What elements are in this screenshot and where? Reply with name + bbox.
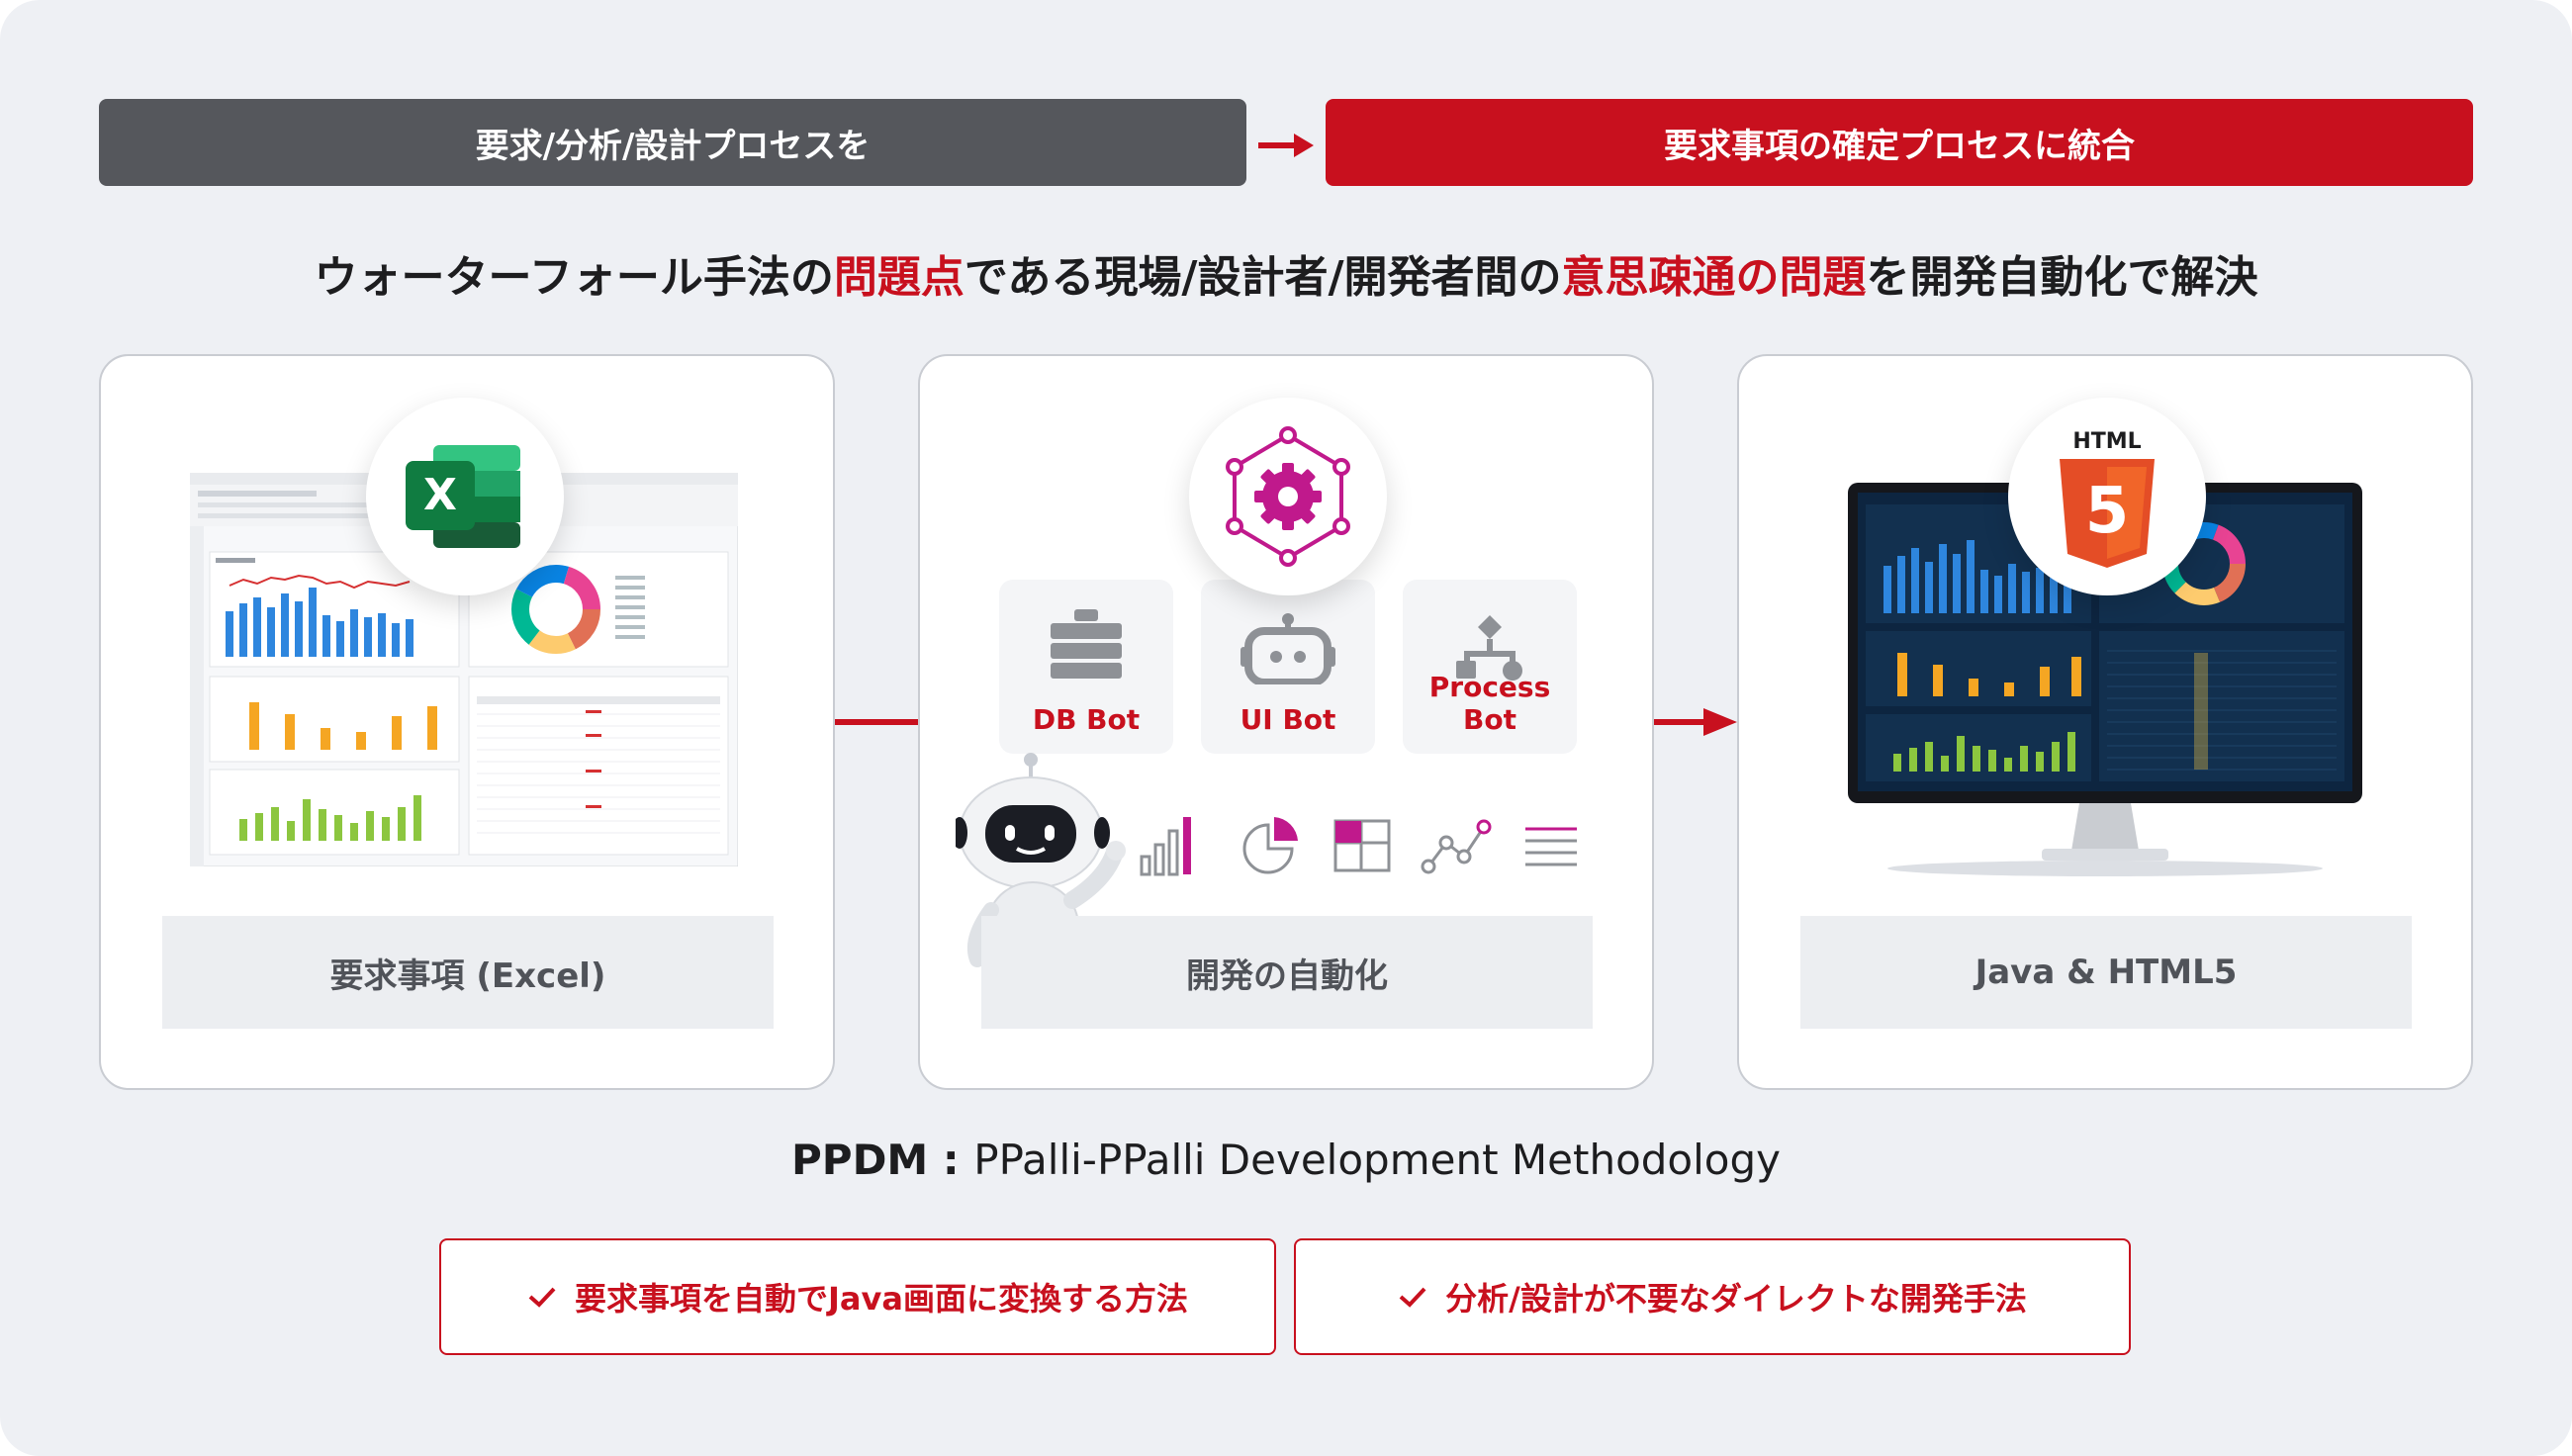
- check-icon: [528, 1287, 556, 1308]
- connector-line-1: [835, 719, 918, 725]
- ppdm-definition: PPDM : PPalli-PPalli Development Methodo…: [0, 1136, 2572, 1184]
- process-banner-right: 要求事項の確定プロセスに統合: [1326, 99, 2473, 186]
- headline-part1: ウォーターフォール手法の: [314, 252, 834, 303]
- arrow-right-icon: [1258, 134, 1314, 157]
- html5-badge-glyph: 5: [2084, 475, 2130, 548]
- html5-icon: [2060, 459, 2155, 568]
- headline-highlight-problem: 問題点: [833, 252, 964, 303]
- automation-badge: [1189, 398, 1387, 595]
- robot-head-icon: [1240, 613, 1335, 684]
- db-bot-label: DB Bot: [1032, 703, 1141, 736]
- card-excel-label: 要求事項 (Excel): [162, 916, 774, 1029]
- excel-icon: X: [406, 445, 520, 548]
- ui-bot-tile: UI Bot: [1201, 580, 1375, 754]
- database-icon: [1051, 609, 1122, 679]
- html5-badge-text: HTML: [2072, 429, 2142, 454]
- headline: ウォーターフォール手法の問題点である現場/設計者/開発者間の意思疎通の問題を開発…: [0, 241, 2572, 305]
- pie-chart-icon: [1242, 817, 1298, 874]
- list-lines-icon: [1525, 827, 1577, 866]
- card-automation-label: 開発の自動化: [981, 916, 1593, 1029]
- ppdm-separator: :: [928, 1136, 974, 1184]
- ui-bot-label: UI Bot: [1240, 703, 1336, 736]
- headline-part5: を開発自動化で解決: [1866, 252, 2258, 303]
- feature-auto-java-label: 要求事項を自動でJava画面に変換する方法: [575, 1280, 1188, 1318]
- gear-network-icon: [1226, 426, 1350, 567]
- feature-pill-direct-development: 分析/設計が不要なダイレクトな開発手法: [1294, 1238, 2131, 1355]
- process-flow-icon: [1456, 615, 1522, 681]
- excel-badge: X: [366, 398, 564, 595]
- chart-icons-row: [1140, 817, 1577, 876]
- card-java-html5-label: Java & HTML5: [1800, 916, 2412, 1029]
- check-icon: [1399, 1287, 1426, 1308]
- feature-pill-auto-java: 要求事項を自動でJava画面に変換する方法: [439, 1238, 1276, 1355]
- html5-badge: HTML 5: [2008, 398, 2206, 595]
- card-excel-requirements: X 要求事項 (Excel): [99, 354, 835, 1090]
- table-grid-icon: [1333, 819, 1391, 872]
- monitor-dashboard-illustration: [1848, 483, 2362, 876]
- process-bot-tile: Process Bot: [1403, 580, 1577, 754]
- bar-chart-icon: [1140, 817, 1191, 876]
- ppdm-full-name: PPalli-PPalli Development Methodology: [973, 1136, 1781, 1184]
- feature-direct-development-label: 分析/設計が不要なダイレクトな開発手法: [1445, 1280, 2027, 1318]
- headline-highlight-communication: 意思疎通の問題: [1561, 252, 1867, 303]
- process-banner-left-label: 要求/分析/設計プロセスを: [475, 126, 871, 166]
- card-java-html5: HTML 5 Java & HTML5: [1737, 354, 2473, 1090]
- ppdm-abbr: PPDM: [791, 1136, 929, 1184]
- process-bot-label: Process Bot: [1428, 671, 1551, 736]
- process-banner-right-label: 要求事項の確定プロセスに統合: [1664, 126, 2135, 166]
- card-development-automation: DB Bot UI Bot: [918, 354, 1654, 1090]
- line-chart-icon: [1421, 819, 1492, 874]
- connector-line-2: [1654, 719, 1709, 725]
- db-bot-tile: DB Bot: [999, 580, 1173, 754]
- svg-text:X: X: [423, 470, 457, 520]
- headline-part3: である現場/設計者/開発者間の: [964, 252, 1562, 303]
- process-banner-left: 要求/分析/設計プロセスを: [99, 99, 1246, 186]
- arrow-head-icon: [1703, 708, 1737, 736]
